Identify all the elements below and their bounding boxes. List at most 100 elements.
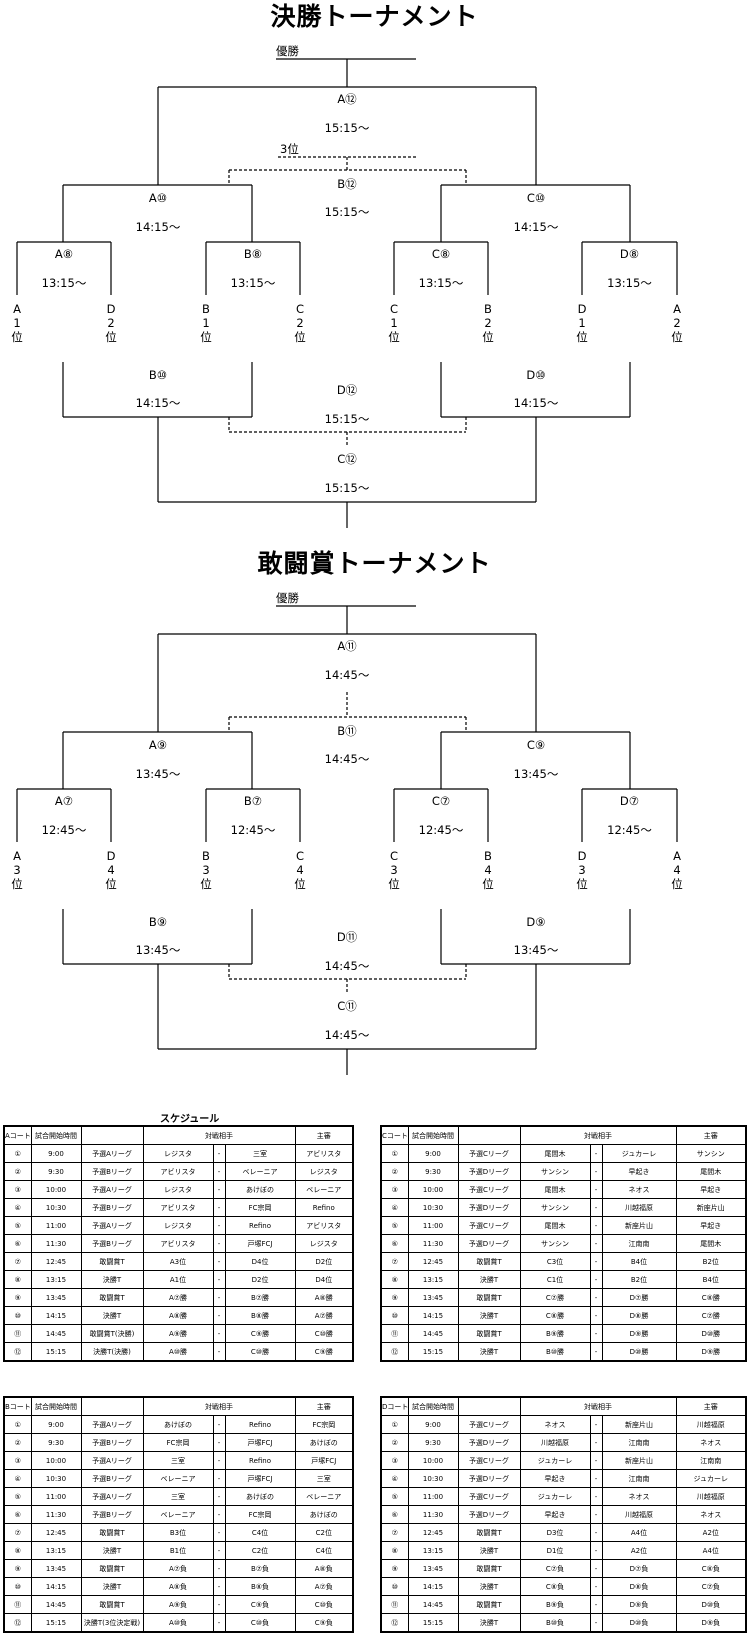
referee: レジスタ <box>294 1234 354 1253</box>
team-away: 新座片山 <box>601 1451 677 1470</box>
match-number: ⑥ <box>380 1505 409 1524</box>
team-away: D⑧負 <box>601 1577 677 1596</box>
referee: A⑦勝 <box>294 1306 354 1325</box>
team-away: B⑦勝 <box>224 1288 296 1307</box>
opponent-header: 対戦相手 <box>519 1125 677 1145</box>
team-home: B⑨負 <box>519 1595 591 1614</box>
start-time: 13:15 <box>30 1541 82 1560</box>
match-time: 14:15～ <box>136 220 181 234</box>
match-type: 敢闘賞T <box>80 1523 144 1542</box>
team-home: A1位 <box>142 1270 214 1289</box>
team-home: C3位 <box>519 1252 591 1271</box>
referee: Refino <box>294 1198 354 1217</box>
match-number: ② <box>380 1162 409 1181</box>
match-number: ② <box>380 1433 409 1452</box>
referee: 早起き <box>675 1180 747 1199</box>
match-type: 敢闘賞T(決勝) <box>80 1324 144 1343</box>
team-home: 尾間木 <box>519 1180 591 1199</box>
start-time: 10:30 <box>30 1469 82 1488</box>
match-time: 13:15～ <box>231 276 276 290</box>
team-label: B <box>484 302 492 316</box>
match-number: ⑪ <box>3 1324 32 1343</box>
match-number: ⑤ <box>3 1216 32 1235</box>
match-number: ⑤ <box>380 1216 409 1235</box>
start-time: 14:45 <box>30 1595 82 1614</box>
match-type: 決勝T <box>80 1306 144 1325</box>
schedule-title: スケジュール <box>160 1114 220 1125</box>
team-home: 尾間木 <box>519 1216 591 1235</box>
referee: C⑩負 <box>294 1595 354 1614</box>
match-time: 13:45～ <box>514 943 559 957</box>
start-time: 13:15 <box>407 1541 459 1560</box>
team-label: 3 <box>390 863 397 877</box>
match-number: ① <box>3 1415 32 1434</box>
match-type: 決勝T <box>80 1270 144 1289</box>
match-time: 14:45～ <box>325 668 370 682</box>
team-label: 位 <box>388 330 400 344</box>
team-label: 3 <box>202 863 209 877</box>
match-time: 13:15～ <box>419 276 464 290</box>
team-home: C⑦勝 <box>519 1288 591 1307</box>
match-number: ⑧ <box>380 1270 409 1289</box>
team-away: 江南南 <box>601 1469 677 1488</box>
referee: 戸塚FCJ <box>294 1451 354 1470</box>
match-label: A⑧ <box>55 247 73 261</box>
table-header-row: Dコート試合開始時間対戦相手主審 <box>380 1396 747 1416</box>
start-time: 11:30 <box>30 1234 82 1253</box>
start-time: 10:00 <box>30 1451 82 1470</box>
team-label: 位 <box>200 877 212 891</box>
opponent-header: 対戦相手 <box>519 1396 677 1416</box>
versus-dash: - <box>212 1523 226 1542</box>
match-time: 14:15～ <box>514 396 559 410</box>
team-label: 位 <box>105 877 117 891</box>
team-away: Refino <box>224 1216 296 1235</box>
versus-dash: - <box>589 1216 603 1235</box>
team-label: 2 <box>296 316 303 330</box>
versus-dash: - <box>212 1342 226 1362</box>
court-name-header: Aコート <box>3 1125 32 1145</box>
team-away: 戸塚FCJ <box>224 1433 296 1452</box>
start-time: 14:15 <box>30 1306 82 1325</box>
start-time: 14:45 <box>407 1324 459 1343</box>
team-away: ベレーニア <box>224 1162 296 1181</box>
start-time: 13:45 <box>30 1559 82 1578</box>
team-home: A⑩勝 <box>142 1342 214 1362</box>
fighting-spirit-bracket: 優勝A⑪14:45～B⑪14:45～A⑨13:45～C⑨13:45～A⑦12:4… <box>11 591 683 1075</box>
match-type: 予選Bリーグ <box>80 1505 144 1524</box>
court-name-header: Bコート <box>3 1396 32 1416</box>
match-time: 13:45～ <box>136 767 181 781</box>
match-number: ① <box>380 1144 409 1163</box>
team-away: B2位 <box>601 1270 677 1289</box>
match-time: 12:45～ <box>231 823 276 837</box>
team-away: C⑨勝 <box>224 1324 296 1343</box>
team-label: 位 <box>388 877 400 891</box>
match-type: 敢闘賞T <box>457 1324 521 1343</box>
team-away: 新座片山 <box>601 1415 677 1434</box>
team-label: 位 <box>482 330 494 344</box>
match-number: ① <box>380 1415 409 1434</box>
start-time-header: 試合開始時間 <box>30 1396 82 1416</box>
team-label: A <box>13 849 21 863</box>
team-away: D4位 <box>224 1252 296 1271</box>
team-label: 4 <box>296 863 303 877</box>
referee: C2位 <box>294 1523 354 1542</box>
versus-dash: - <box>212 1541 226 1560</box>
match-number: ⑨ <box>380 1559 409 1578</box>
